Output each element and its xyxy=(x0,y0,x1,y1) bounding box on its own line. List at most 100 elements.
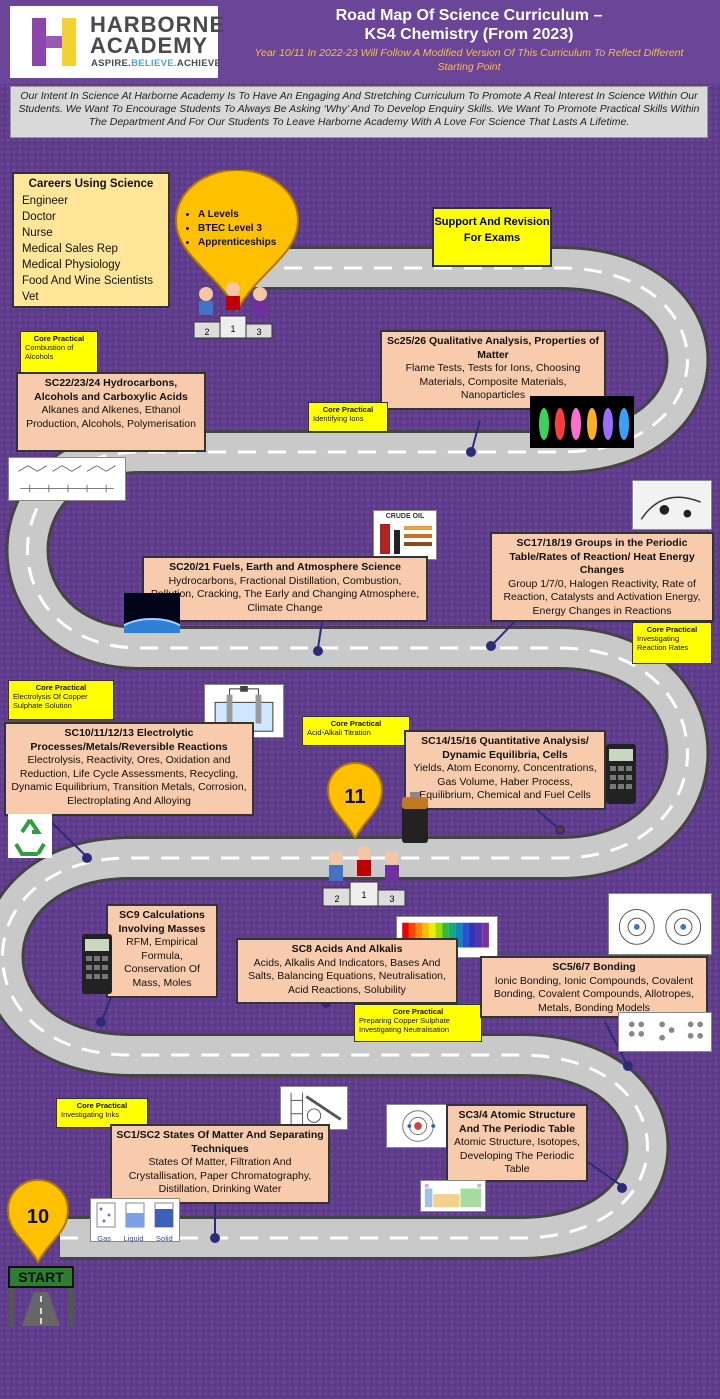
next-step-item: A Levels xyxy=(198,208,294,222)
core-practical-reaction-rates: Core Practical Investigating Reaction Ra… xyxy=(632,622,712,664)
unit-heading: Sc25/26 Qualitative Analysis, Properties… xyxy=(386,335,600,361)
logo-name-line1: HARBORNE xyxy=(90,12,226,37)
podium-icon: 2 1 3 xyxy=(322,846,406,907)
career-item: Vet xyxy=(22,291,39,303)
core-practical-text: Investigating Inks xyxy=(61,1110,119,1119)
unit-heading: SC9 Calculations Involving Masses xyxy=(118,909,206,935)
unit-sc20-21: SC20/21 Fuels, Earth and Atmosphere Scie… xyxy=(142,556,428,622)
crude-oil-label: CRUDE OIL xyxy=(385,513,425,520)
recycling-icon xyxy=(8,814,52,858)
career-item: Food And Wine Scientists xyxy=(22,275,154,287)
unit-topics: Group 1/7/0, Halogen Reactivity, Rate of… xyxy=(503,577,701,617)
school-logo: HARBORNE ACADEMY ASPIRE.BELIEVE.ACHIEVE xyxy=(10,6,224,78)
electrolysis-apparatus-image xyxy=(204,684,284,738)
next-step-item: BTEC Level 3 xyxy=(198,222,294,236)
unit-sc1-sc2: SC1/SC2 States Of Matter And Separating … xyxy=(110,1124,330,1204)
unit-sc8: SC8 Acids And Alkalis Acids, Alkalis And… xyxy=(236,938,458,1004)
core-practical-label: Core Practical xyxy=(330,719,382,728)
crude-oil-image: CRUDE OIL xyxy=(373,510,437,560)
logo-name-line2: ACADEMY xyxy=(90,33,209,58)
next-step-item: Apprenticeships xyxy=(198,236,294,250)
unit-heading: SC17/18/19 Groups in the Periodic Table/… xyxy=(509,537,695,576)
unit-topics: Electrolysis, Reactivity, Ores, Oxidatio… xyxy=(11,754,247,807)
hydrocarbon-structures-image xyxy=(8,457,126,501)
title-line1: Road Map Of Science Curriculum – xyxy=(335,7,603,24)
lattice-structure-image xyxy=(618,1012,712,1052)
core-practical-label: Core Practical xyxy=(35,683,87,692)
state-label-gas: Gas xyxy=(97,1234,112,1243)
unit-topics: Flame Tests, Tests for Ions, Choosing Ma… xyxy=(405,362,581,401)
core-practical-label: Core Practical xyxy=(322,405,374,414)
year-11-label: 11 xyxy=(344,786,366,808)
unit-sc10-11-12-13: SC10/11/12/13 Electrolytic Processes/Met… xyxy=(4,722,254,816)
career-item: Doctor xyxy=(22,211,56,223)
states-beakers-icon xyxy=(96,1202,174,1228)
tagline-believe: BELIEVE. xyxy=(131,58,177,69)
unit-heading: SC8 Acids And Alkalis xyxy=(291,943,403,955)
battery-icon xyxy=(402,792,428,843)
intent-statement: Our Intent In Science At Harborne Academ… xyxy=(10,86,708,138)
state-label-solid: Solid xyxy=(156,1234,173,1243)
tagline-achieve: ACHIEVE xyxy=(176,58,222,69)
svg-text:3: 3 xyxy=(389,894,394,904)
core-practical-text: Combustion of Alcohols xyxy=(25,343,74,361)
start-sign: START xyxy=(8,1266,74,1288)
core-practical-text: Preparing Copper Sulphate Investigating … xyxy=(359,1016,450,1034)
state-label-liquid: Liquid xyxy=(123,1234,144,1243)
unit-sc3-4: SC3/4 Atomic Structure And The Periodic … xyxy=(446,1104,588,1182)
unit-sc22-23-24: SC22/23/24 Hydrocarbons, Alcohols and Ca… xyxy=(16,372,206,452)
core-practical-copper-sulphate: Core Practical Preparing Copper Sulphate… xyxy=(354,1004,482,1042)
svg-text:2: 2 xyxy=(334,894,339,904)
page-title: Road Map Of Science Curriculum – KS4 Che… xyxy=(228,6,710,44)
next-steps-list: A Levels BTEC Level 3 Apprenticeships xyxy=(184,208,294,250)
unit-topics: Alkanes and Alkenes, Ethanol Production,… xyxy=(26,404,196,430)
states-labels: Gas Liquid Solid xyxy=(91,1234,179,1243)
title-line2: KS4 Chemistry (From 2023) xyxy=(364,26,574,43)
svg-text:1: 1 xyxy=(230,324,235,334)
year-11-pin-icon xyxy=(326,762,384,840)
core-practical-identifying-ions: Core Practical Identifying Ions xyxy=(308,402,388,432)
unit-topics: Atomic Structure, Isotopes, Developing T… xyxy=(453,1136,581,1175)
reaction-rate-image xyxy=(632,480,712,530)
career-item: Engineer xyxy=(22,195,69,207)
careers-heading: Careers Using Science xyxy=(28,178,154,190)
unit-topics: Yields, Atom Economy, Concentrations, Ga… xyxy=(413,762,597,801)
svg-text:3: 3 xyxy=(256,327,261,337)
svg-text:1: 1 xyxy=(361,890,366,900)
page-subtitle: Year 10/11 In 2022-23 Will Follow A Modi… xyxy=(254,47,684,73)
career-item: Nurse xyxy=(22,227,53,239)
unit-topics: States Of Matter, Filtration And Crystal… xyxy=(128,1156,312,1195)
flame-test-image xyxy=(530,396,634,448)
unit-sc17-18-19: SC17/18/19 Groups in the Periodic Table/… xyxy=(490,532,714,622)
distillation-apparatus-image xyxy=(280,1086,348,1130)
unit-heading: SC5/6/7 Bonding xyxy=(552,961,636,973)
next-steps-pin-icon xyxy=(174,170,300,312)
unit-heading: SC10/11/12/13 Electrolytic Processes/Met… xyxy=(30,727,228,753)
unit-heading: SC20/21 Fuels, Earth and Atmosphere Scie… xyxy=(169,561,401,573)
unit-heading: SC14/15/16 Quantitative Analysis/ Dynami… xyxy=(421,735,589,761)
careers-box: Careers Using Science Engineer Doctor Nu… xyxy=(12,172,170,308)
unit-sc25-26: Sc25/26 Qualitative Analysis, Properties… xyxy=(380,330,606,410)
calculator-icon xyxy=(82,934,112,994)
core-practical-text: Investigating Reaction Rates xyxy=(637,634,689,652)
unit-topics: RFM, Empirical Formula, Conservation Of … xyxy=(124,936,200,989)
unit-heading: SC1/SC2 States Of Matter And Separating … xyxy=(116,1129,324,1155)
unit-topics: Ionic Bonding, Ionic Compounds, Covalent… xyxy=(493,974,695,1014)
unit-topics: Acids, Alkalis And Indicators, Bases And… xyxy=(248,956,446,996)
core-practical-inks: Core Practical Investigating Inks xyxy=(56,1098,148,1128)
core-practical-titration: Core Practical Acid-Alkali Titration xyxy=(302,716,410,746)
core-practical-label: Core Practical xyxy=(646,625,698,634)
distillation-column-icon xyxy=(380,524,432,554)
logo-tagline: ASPIRE.BELIEVE.ACHIEVE xyxy=(91,58,221,69)
states-of-matter-image: Gas Liquid Solid xyxy=(90,1198,180,1243)
unit-heading: SC22/23/24 Hydrocarbons, Alcohols and Ca… xyxy=(34,377,188,403)
svg-text:2: 2 xyxy=(204,327,209,337)
core-practical-combustion: Core Practical Combustion of Alcohols xyxy=(20,331,98,373)
atom-model-image xyxy=(386,1104,450,1148)
core-practical-electrolysis: Core Practical Electrolysis Of Copper Su… xyxy=(8,680,114,720)
core-practical-label: Core Practical xyxy=(76,1101,128,1110)
periodic-table-image xyxy=(420,1180,486,1212)
tagline-aspire: ASPIRE. xyxy=(91,58,132,69)
core-practical-text: Identifying Ions xyxy=(313,414,364,423)
unit-sc14-15-16: SC14/15/16 Quantitative Analysis/ Dynami… xyxy=(404,730,606,810)
